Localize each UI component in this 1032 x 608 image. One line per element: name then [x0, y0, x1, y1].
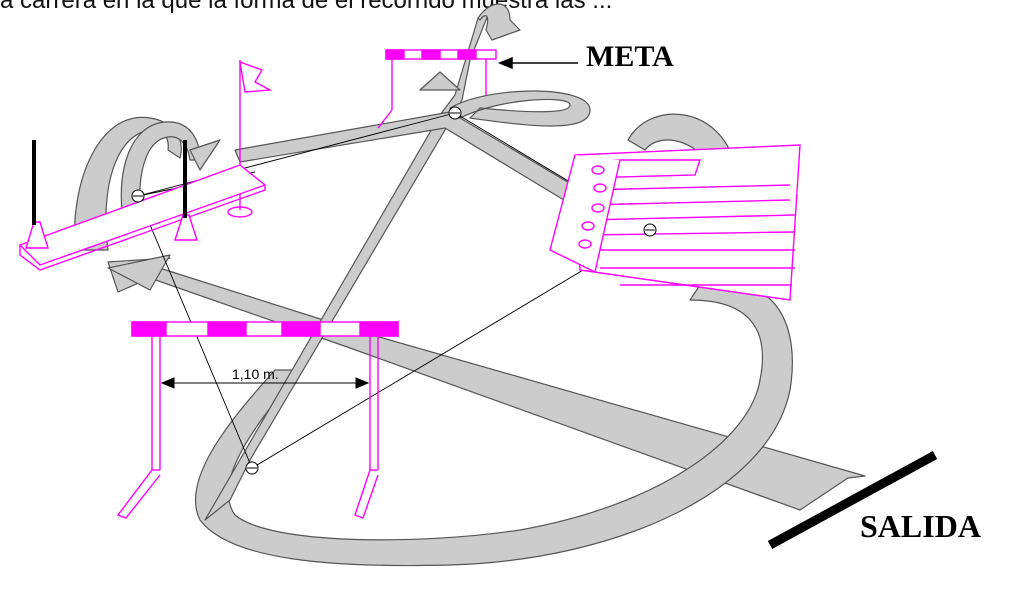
cones-curl-arrow [189, 139, 221, 171]
big-hurdle [116, 321, 399, 519]
hurdle-width-label: 1,10 m. [232, 366, 279, 382]
ring-hurdle [245, 461, 259, 475]
cone-left [25, 221, 49, 249]
vault-box [549, 144, 801, 301]
cone-right [174, 214, 198, 241]
start-line [767, 451, 938, 549]
top-curl-arrow [477, 3, 521, 41]
straight-left-arrowhead [107, 254, 171, 291]
salida-label: SALIDA [860, 508, 981, 544]
meta-up-arrow [419, 71, 461, 91]
width-arrow [160, 377, 370, 389]
meta-hurdle [377, 49, 497, 129]
ring-meta [448, 106, 462, 120]
straight-path-band [107, 257, 866, 511]
meta-label: META [586, 40, 674, 73]
equipment [18, 49, 801, 519]
ring-box [643, 223, 657, 237]
cone-poles [32, 140, 187, 225]
rings [131, 106, 657, 475]
meta-swirl-path [449, 90, 591, 127]
meta-pointer-arrow [498, 56, 578, 70]
cones-platform [18, 164, 267, 271]
header-text: a carrera en la que la forma de el recor… [0, 0, 613, 14]
loop-path-band [194, 282, 793, 567]
ring-cones [131, 189, 145, 203]
